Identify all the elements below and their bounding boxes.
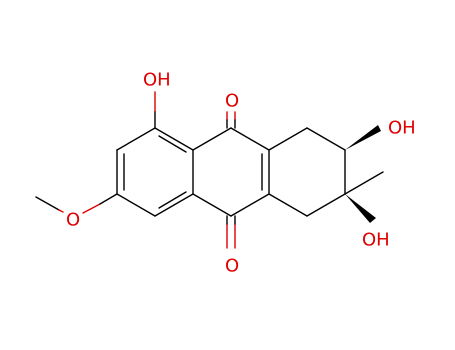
bond-skeleton bbox=[35, 127, 384, 217]
atom-label-o-bottom: O bbox=[225, 256, 239, 277]
bond-c8a-c9 bbox=[192, 127, 232, 151]
bond-c1-c8a-inner bbox=[158, 135, 187, 153]
bond-c8-c10a bbox=[268, 193, 308, 217]
atom-label-oh-right-upper: OH bbox=[388, 118, 416, 139]
bond-c3-c4 bbox=[116, 193, 156, 217]
bond-methoxy-methyl bbox=[35, 196, 60, 211]
bond-methoxy-o-ring bbox=[82, 203, 101, 214]
bond-c7-c8 bbox=[306, 193, 346, 217]
atom-label-o-left: O bbox=[66, 210, 80, 231]
atom-label-oh-right-lower: OH bbox=[362, 230, 390, 251]
bond-c1-c2 bbox=[116, 127, 156, 151]
bond-c7-methyl bbox=[344, 171, 384, 195]
bond-c9-c9a bbox=[230, 127, 270, 151]
bond-c10-c4a bbox=[192, 193, 232, 217]
bond-methoxy-o-methyl bbox=[58, 209, 64, 213]
bond-c10a-c10 bbox=[230, 193, 270, 217]
wedge-bond-c7-oh bbox=[345, 194, 376, 223]
bond-c9a-c5 bbox=[268, 127, 308, 151]
bond-methoxy-c bbox=[99, 193, 118, 205]
bond-c1-c8a bbox=[154, 127, 194, 151]
bond-skeleton-adjacent bbox=[99, 111, 236, 225]
bond-c5-c6 bbox=[306, 127, 346, 151]
atom-label-oh-top: OH bbox=[143, 70, 171, 91]
bond-c4-c4a-inner bbox=[158, 191, 187, 209]
heteroatom-bonds bbox=[58, 91, 236, 249]
atom-label-o-top: O bbox=[225, 91, 239, 112]
wedge-bond-c6-oh bbox=[345, 125, 381, 150]
bond-c4-c4a bbox=[154, 193, 194, 217]
